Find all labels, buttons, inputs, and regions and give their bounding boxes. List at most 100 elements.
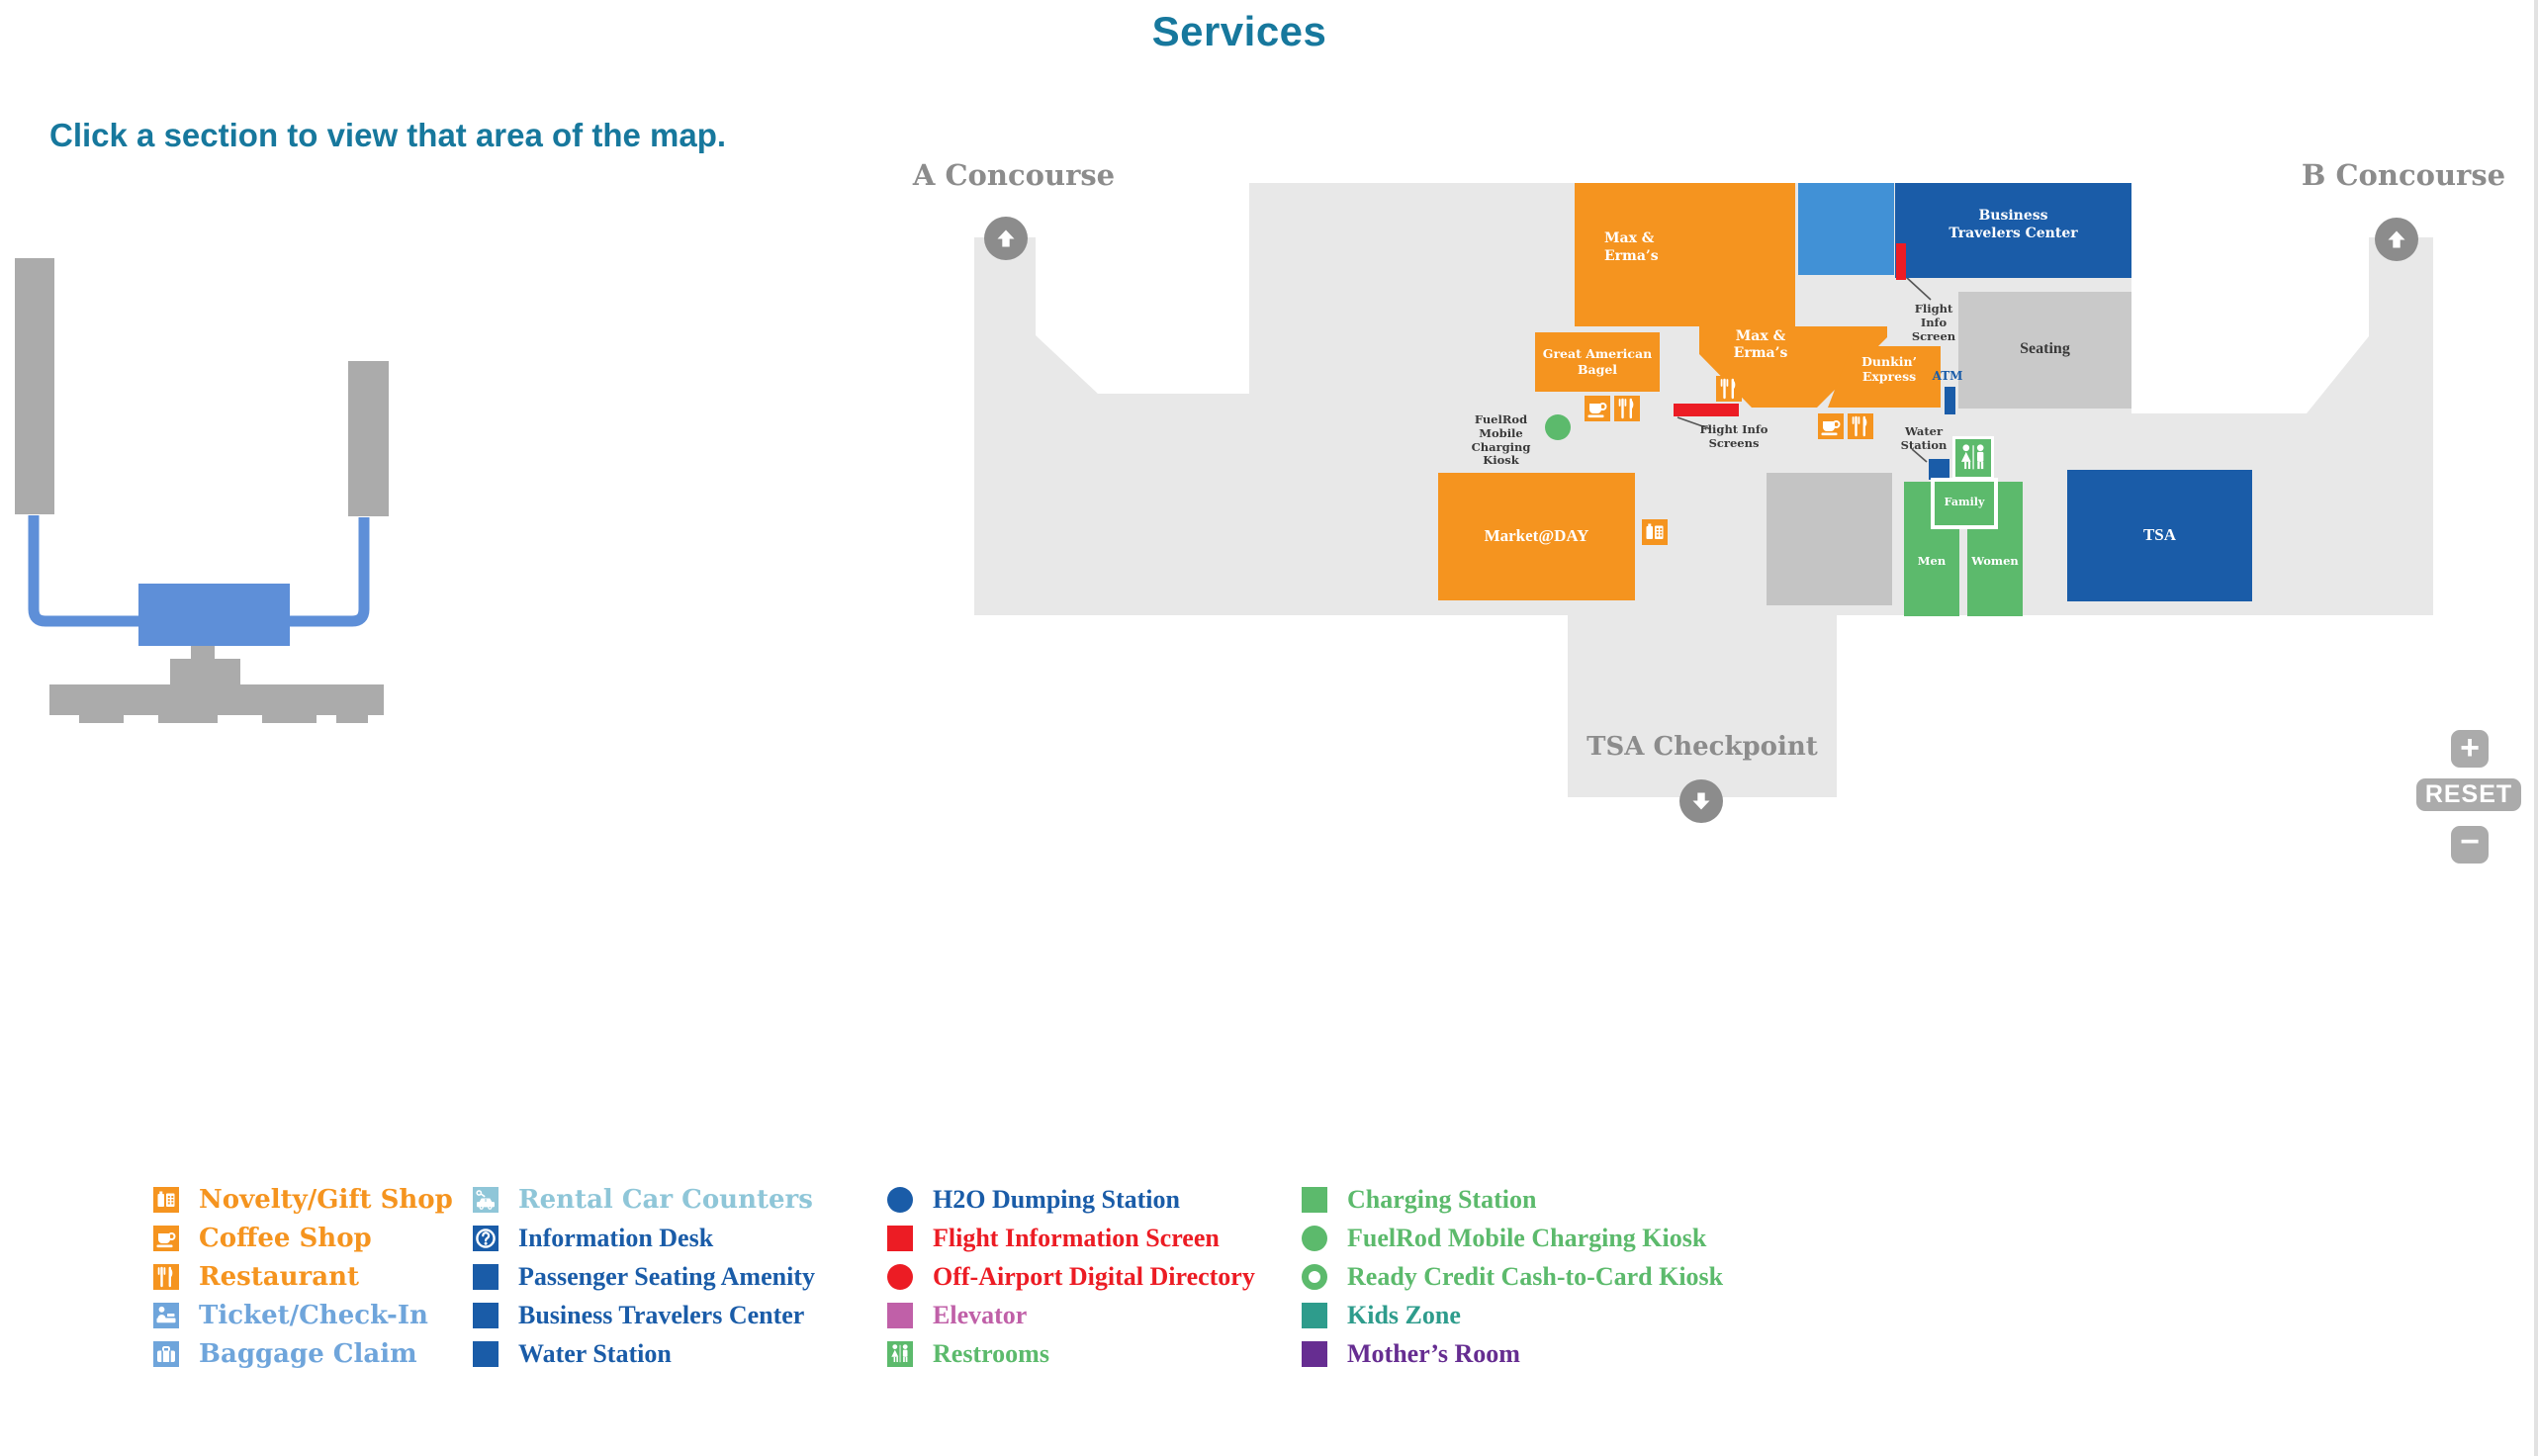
restaurant-icon: [1614, 396, 1640, 421]
map-block-seating-amenity[interactable]: [1798, 183, 1894, 275]
rental-car-icon: [473, 1187, 499, 1213]
legend-item: H2O Dumping Station: [887, 1187, 1255, 1213]
legend-item: Elevator: [887, 1303, 1255, 1328]
baggage-claim-icon: [153, 1341, 179, 1367]
restaurant-icon: [1848, 413, 1873, 439]
tsa-checkpoint-label: TSA Checkpoint: [1586, 732, 1818, 762]
water-station-label: Water Station: [1900, 424, 1948, 452]
a-concourse-arrow-button[interactable]: [984, 217, 1028, 260]
coffee-icon: [153, 1226, 179, 1251]
legend-column-4: Charging Station FuelRod Mobile Charging…: [1302, 1187, 1723, 1367]
map-block-market-at-day[interactable]: Market@DAY: [1438, 473, 1635, 600]
overview-current-section[interactable]: [138, 584, 290, 646]
square-swatch: [1302, 1341, 1327, 1367]
legend-label: Ready Credit Cash-to-Card Kiosk: [1347, 1262, 1724, 1291]
terminal-map[interactable]: Max & Erma’s Business Travelers Center F…: [969, 168, 2453, 861]
legend-label: Kids Zone: [1347, 1301, 1461, 1329]
legend-label: Coffee Shop: [199, 1224, 372, 1253]
legend-label: H2O Dumping Station: [933, 1185, 1180, 1214]
legend-item: Coffee Shop: [153, 1226, 453, 1251]
atm-label: ATM: [1932, 369, 1963, 383]
legend-item: Novelty/Gift Shop: [153, 1187, 453, 1213]
map-block-max-ermas-lower[interactable]: [1699, 326, 1887, 408]
legend-item: Ready Credit Cash-to-Card Kiosk: [1302, 1264, 1723, 1290]
legend-label: Mother’s Room: [1347, 1339, 1520, 1368]
zoom-out-button[interactable]: −: [2451, 825, 2489, 864]
fuelrod-kiosk-marker: [1545, 414, 1571, 440]
men-label: Men: [1917, 554, 1947, 568]
restaurant-icon: [153, 1264, 179, 1290]
legend-item: Baggage Claim: [153, 1341, 453, 1367]
tsa-label: TSA: [2142, 525, 2177, 544]
legend-item: Restaurant: [153, 1264, 453, 1290]
overview-terminal-cross[interactable]: [170, 659, 240, 685]
page-subtitle: Click a section to view that area of the…: [49, 117, 727, 153]
legend-label: Flight Information Screen: [933, 1224, 1220, 1252]
legend-item: Business Travelers Center: [473, 1303, 815, 1328]
map-block-seating[interactable]: Seating: [1958, 292, 2131, 409]
legend-item: Rental Car Counters: [473, 1187, 815, 1213]
map-block-dunkin-express[interactable]: [1828, 346, 1941, 408]
fuelrod-kiosk-label: FuelRod Mobile Charging Kiosk: [1471, 412, 1531, 468]
legend-item: Mother’s Room: [1302, 1341, 1723, 1367]
map-block-restroom-family[interactable]: Family: [1931, 478, 1998, 529]
zoom-in-button[interactable]: +: [2451, 730, 2489, 768]
legend-label: Information Desk: [518, 1224, 714, 1252]
map-block-unlabeled[interactable]: [1767, 473, 1892, 605]
flight-info-screens-marker: [1674, 404, 1739, 416]
circle-swatch: [887, 1187, 913, 1213]
max-ermas-label: Max & Erma’s: [1604, 230, 1659, 264]
legend-label: Elevator: [933, 1301, 1028, 1329]
map-block-great-american-bagel[interactable]: Great American Bagel: [1535, 332, 1660, 392]
flight-info-screen-pointer-line: [1905, 276, 1932, 301]
legend-label: Restaurant: [199, 1262, 360, 1292]
gift-shop-icon: [153, 1187, 179, 1213]
square-swatch: [473, 1264, 499, 1290]
great-american-bagel-label: Great American Bagel: [1542, 346, 1653, 377]
legend-item: Restrooms: [887, 1341, 1255, 1367]
restaurant-icon: [1716, 376, 1742, 402]
legend-column-1: Novelty/Gift Shop Coffee Shop Restaurant…: [153, 1187, 453, 1367]
legend-item: Flight Information Screen: [887, 1226, 1255, 1251]
a-concourse-label: A Concourse: [912, 158, 1116, 192]
legend-item: Kids Zone: [1302, 1303, 1723, 1328]
ring-swatch: [1302, 1264, 1327, 1290]
overview-terminal-base[interactable]: [49, 684, 384, 715]
legend-label: Charging Station: [1347, 1185, 1537, 1214]
flight-info-screens-label: Flight Info Screens: [1699, 422, 1768, 450]
dunkin-express-label: Dunkin’ Express: [1861, 354, 1917, 384]
map-block-max-ermas[interactable]: Max & Erma’s: [1575, 183, 1795, 326]
scrollbar-track[interactable]: [2534, 0, 2538, 1456]
map-block-business-travelers-center[interactable]: Business Travelers Center: [1895, 183, 2131, 278]
coffee-icon: [1585, 396, 1610, 421]
map-block-tsa[interactable]: TSA: [2067, 470, 2252, 601]
page-title: Services: [1151, 8, 1327, 54]
flight-info-screen-marker: [1896, 243, 1906, 280]
b-concourse-label: B Concourse: [2301, 158, 2506, 192]
square-swatch: [887, 1226, 913, 1251]
legend-item: Off-Airport Digital Directory: [887, 1264, 1255, 1290]
flight-info-screens-pointer-line: [1677, 416, 1712, 430]
water-station-marker: [1929, 459, 1949, 480]
legend-label: Off-Airport Digital Directory: [933, 1262, 1255, 1291]
tsa-checkpoint-arrow-button[interactable]: [1679, 779, 1723, 823]
b-concourse-arrow-button[interactable]: [2375, 218, 2418, 261]
women-label: Women: [1971, 554, 2019, 568]
water-station-pointer-line: [1911, 448, 1928, 463]
overview-b-concourse[interactable]: [348, 361, 389, 516]
legend-label: FuelRod Mobile Charging Kiosk: [1347, 1224, 1707, 1252]
overview-a-concourse[interactable]: [15, 258, 54, 514]
atm-marker: [1945, 387, 1955, 414]
square-swatch: [1302, 1303, 1327, 1328]
flight-info-screen-label: Flight Info Screen: [1911, 302, 1956, 343]
reset-button[interactable]: RESET: [2416, 778, 2521, 811]
overview-map[interactable]: [10, 252, 396, 786]
legend-column-3: H2O Dumping Station Flight Information S…: [887, 1187, 1255, 1367]
seating-label: Seating: [2020, 340, 2070, 357]
overview-terminal-stem[interactable]: [191, 646, 215, 662]
legend-item: FuelRod Mobile Charging Kiosk: [1302, 1226, 1723, 1251]
legend-label: Business Travelers Center: [518, 1301, 805, 1329]
legend-item: Ticket/Check-In: [153, 1303, 453, 1328]
gift-shop-icon: [1642, 519, 1668, 545]
